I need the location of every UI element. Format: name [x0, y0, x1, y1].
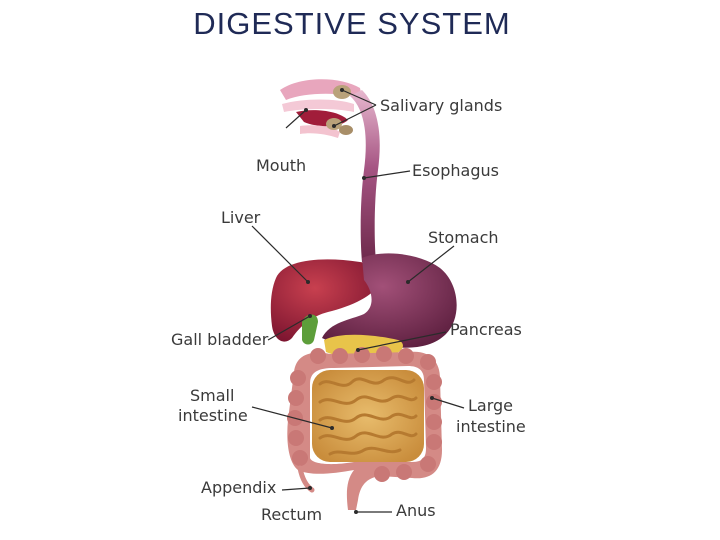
- large-intestine-haustra: [287, 346, 442, 482]
- label-liver: Liver: [221, 208, 261, 227]
- liver-shape: [270, 259, 382, 342]
- label-pancreas: Pancreas: [450, 320, 522, 339]
- gall-bladder-shape: [302, 314, 318, 345]
- label-salivary-glands: Salivary glands: [380, 96, 503, 115]
- small-intestine-shape: [312, 370, 424, 462]
- leader-dots: [304, 88, 434, 514]
- label-small-intestine-line1: Small: [190, 386, 235, 405]
- page-title: DIGESTIVE SYSTEM: [193, 6, 511, 41]
- label-large-intestine-line2: intestine: [456, 417, 526, 436]
- label-rectum: Rectum: [261, 505, 323, 524]
- label-small-intestine-line2: intestine: [178, 406, 248, 425]
- leader-lines: [251, 89, 465, 513]
- esophagus-shape: [350, 90, 380, 262]
- label-stomach: Stomach: [428, 228, 499, 247]
- label-anus: Anus: [396, 501, 436, 520]
- salivary-glands-shape: [326, 85, 353, 135]
- label-gall-bladder: Gall bladder: [171, 330, 269, 349]
- label-large-intestine-line1: Large: [468, 396, 514, 415]
- label-appendix: Appendix: [201, 478, 277, 497]
- stomach-shape: [322, 253, 457, 348]
- label-mouth: Mouth: [256, 156, 307, 175]
- label-esophagus: Esophagus: [412, 161, 499, 180]
